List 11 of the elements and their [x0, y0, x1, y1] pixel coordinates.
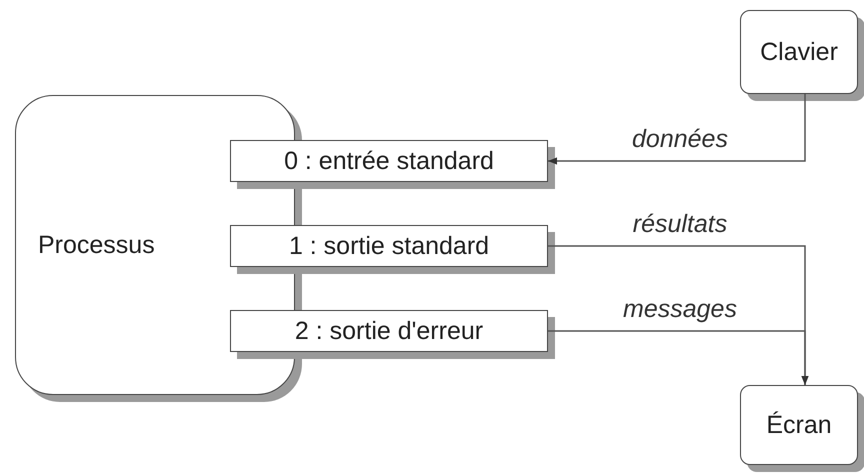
edge-label: résultats: [632, 210, 728, 239]
edge-label: données: [632, 125, 728, 154]
node-label: Écran: [766, 410, 832, 440]
node-label: 1 : sortie standard: [288, 232, 490, 260]
node-label: Processus: [38, 230, 155, 260]
arrow: [548, 94, 806, 165]
node-label: Clavier: [760, 38, 838, 66]
arrow: [548, 330, 809, 385]
node-label: 0 : entrée standard: [284, 146, 494, 176]
edge-label: messages: [623, 295, 737, 324]
node-label: 2 : sortie d'erreur: [294, 316, 484, 346]
